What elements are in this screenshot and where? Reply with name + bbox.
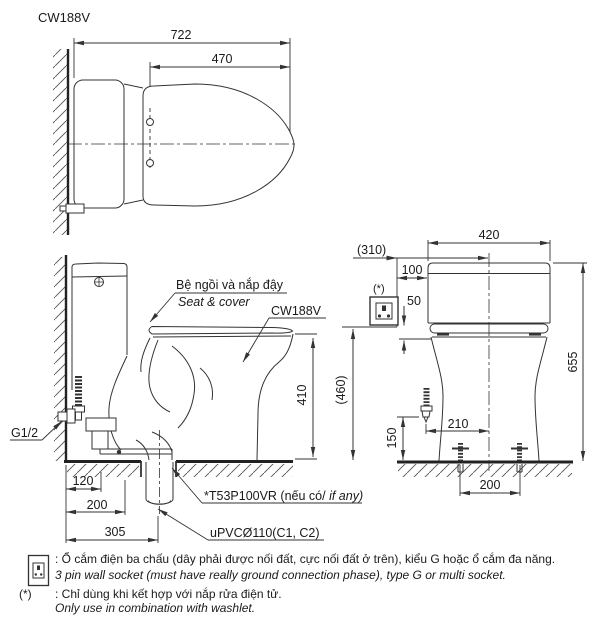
wall-hatch-top-view [53, 49, 68, 235]
note-socket-en: 3 pin wall socket (must have really grou… [55, 568, 506, 582]
dim-420-label: 420 [479, 228, 500, 242]
page-title: CW188V [38, 10, 90, 25]
note-washlet-en: Only use in combination with washlet. [55, 601, 256, 615]
supply-wall-fitting [57, 411, 68, 422]
wall-hatch-side-view [54, 257, 66, 461]
bowl-profile-side [256, 333, 294, 461]
floor-hatch-right [178, 464, 293, 477]
leader-seat-cover [149, 292, 176, 323]
socket-legend-icon [27, 554, 50, 587]
note-asterisk-ref: (*) [19, 587, 32, 601]
dim-50-label: 50 [407, 294, 421, 308]
dim-200-front-label: 200 [480, 478, 501, 492]
leader-g12 [41, 420, 63, 441]
dim-120-label: 120 [73, 474, 94, 488]
hinge-bolt-left [146, 118, 154, 126]
floor-bolt-left [452, 443, 469, 473]
seat-cover-side [148, 325, 294, 335]
dim-722-label: 722 [171, 28, 192, 42]
rim-line-side [152, 335, 292, 338]
dim-460-label: (460) [334, 375, 348, 404]
floor-hatch-front [398, 464, 572, 477]
front-view [342, 240, 587, 496]
dim-305-label: 305 [105, 525, 126, 539]
dim-150-label: 150 [385, 428, 399, 449]
flange-label: *T53P100VR (nếu có/ if any) [204, 489, 363, 503]
supply-g12-label: G1/2 [11, 426, 38, 440]
leader-model [242, 317, 270, 363]
hinge-bolt-right [146, 159, 154, 167]
note-washlet-vi: : Chỉ dùng khi kết hợp với nắp rửa điện … [55, 587, 282, 601]
dim-310-label: (310) [357, 243, 386, 257]
floor-bolt-right [511, 443, 528, 473]
seat-cover-label-en: Seat & cover [178, 295, 250, 309]
supply-fitting-plan [65, 203, 85, 214]
leader-flange [171, 467, 203, 504]
dim-210-label: 210 [448, 417, 469, 431]
top-view [53, 38, 296, 235]
seat-cover-label-vi: Bệ ngồi và nắp đậy [176, 277, 284, 292]
fill-valve [85, 417, 117, 432]
dim-200-side-label: 200 [87, 498, 108, 512]
socket-asterisk-label: (*) [373, 283, 385, 295]
model-label-side: CW188V [271, 304, 322, 318]
leader-drain [157, 508, 209, 541]
dim-100-label: 100 [402, 263, 423, 277]
dim-655-label: 655 [566, 352, 580, 373]
dim-410-label: 410 [295, 385, 309, 406]
note-socket-vi: : Ổ cắm điện ba chấu (dây phải được nối … [55, 552, 556, 566]
cover-plan [142, 83, 295, 207]
dim-470-label: 470 [212, 52, 233, 66]
pedestal-right [534, 336, 548, 462]
tank-side [71, 262, 128, 390]
floor-hatch-left [67, 464, 139, 477]
pedestal-left [430, 336, 444, 462]
drain-label: uPVCØ110(C1, C2) [210, 526, 320, 540]
side-view [10, 255, 362, 543]
floor-flange-side [99, 448, 173, 455]
